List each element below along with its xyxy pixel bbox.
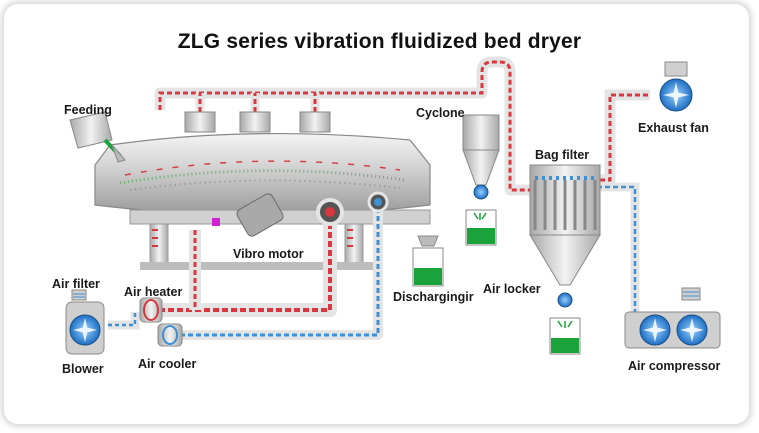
cool-air-pipe	[108, 191, 389, 340]
discharging-bucket	[412, 235, 444, 287]
label-air-cooler: Air cooler	[138, 357, 197, 371]
air-compressor	[624, 287, 721, 349]
label-feeding: Feeding	[64, 103, 112, 117]
label-bag-filter: Bag filter	[535, 148, 590, 162]
fluidized-bed-body	[94, 111, 431, 270]
air-cooler	[157, 323, 183, 347]
label-air-heater: Air heater	[124, 285, 183, 299]
blower	[65, 301, 105, 355]
label-air-compressor: Air compressor	[628, 359, 721, 373]
label-exhaust-fan: Exhaust fan	[638, 121, 709, 135]
vibro-motor	[212, 193, 284, 237]
label-air-locker: Air locker	[483, 282, 541, 296]
label-blower: Blower	[62, 362, 104, 376]
cyclone	[462, 114, 500, 246]
label-vibro-motor: Vibro motor	[233, 247, 304, 261]
exhaust-duct	[154, 56, 650, 330]
exhaust-fan	[659, 61, 693, 112]
label-cyclone: Cyclone	[416, 106, 465, 120]
feeding-hopper	[69, 111, 126, 163]
air-filter	[71, 289, 87, 301]
label-discharging: Dischargingir	[393, 290, 474, 304]
diagram-title: ZLG series vibration fluidized bed dryer	[177, 30, 582, 53]
label-air-filter: Air filter	[52, 277, 100, 291]
air-heater	[139, 297, 163, 323]
bag-filter	[529, 164, 601, 355]
hot-air-inlet-pipe	[150, 198, 344, 317]
